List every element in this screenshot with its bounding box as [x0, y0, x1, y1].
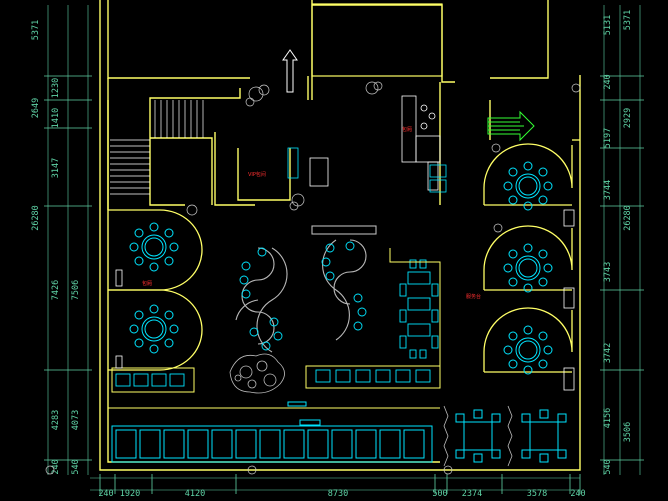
door-frames [115, 209, 575, 391]
kitchen-equipment [287, 147, 447, 193]
lattice-screens [443, 405, 513, 467]
dimension-lines [44, 5, 644, 494]
dim-right-0: 5371 [623, 10, 633, 30]
square-tables [455, 409, 567, 463]
dim-right-3: 2929 [623, 108, 633, 128]
dim-left-3: 1230 [51, 78, 61, 98]
dim-left-4: 3147 [51, 158, 61, 178]
dim-right-4: 5197 [603, 128, 613, 148]
dim-right-5: 3744 [603, 180, 613, 200]
dim-left-10: 240 [51, 459, 61, 474]
dim-bottom-3: 8730 [328, 489, 348, 499]
room-label-box-top: 包厢 [402, 126, 412, 133]
dim-right-2: 240 [603, 74, 613, 89]
dim-bottom-2: 4120 [185, 489, 205, 499]
dim-left-6: 7426 [51, 280, 61, 300]
dim-bottom-5: 2374 [462, 489, 482, 499]
booth-seats [239, 241, 367, 351]
staircase [110, 100, 204, 195]
dim-bottom-1: 1920 [120, 489, 140, 499]
round-table [503, 243, 553, 293]
room-label-service: 服务台 [466, 293, 481, 300]
partition [111, 248, 441, 393]
room-label-vip: VIP包间 [248, 171, 266, 178]
dim-left-2: 1410 [51, 108, 61, 128]
room-label-box-left: 包厢 [142, 280, 152, 287]
dim-left-0: 5371 [31, 20, 41, 40]
dimension-labels-right: 5371 5131 240 2929 5197 3744 3743 3742 4… [603, 10, 633, 475]
rockery-feature [229, 353, 285, 394]
up-arrow-icon [282, 49, 298, 93]
dim-left-1: 2649 [31, 98, 41, 118]
dim-right-7: 3742 [603, 343, 613, 363]
dim-right-11: 26280 [623, 205, 633, 231]
plant-icon [45, 81, 581, 475]
round-table [129, 304, 179, 354]
round-table [503, 325, 553, 375]
private-rooms-right [483, 139, 580, 373]
dimension-labels-left: 5371 2649 1410 1230 3147 26280 7426 7506… [31, 20, 81, 475]
dim-right-10: 540 [603, 459, 613, 474]
dimension-labels-bottom: 240 1920 4120 8730 500 2374 3578 240 [98, 489, 585, 499]
kitchen-counter [401, 95, 441, 191]
private-rooms-left [108, 209, 203, 371]
dim-left-5: 26280 [31, 205, 41, 231]
round-tables [129, 161, 553, 375]
serpentine-booths [235, 225, 377, 353]
dim-bottom-0: 240 [98, 489, 113, 499]
dim-left-7: 7506 [71, 280, 81, 300]
booth-tables [399, 259, 439, 359]
front-booth-seats [115, 369, 431, 387]
round-table [129, 222, 179, 272]
dim-right-8: 4156 [603, 408, 613, 428]
dim-bottom-6: 3578 [527, 489, 547, 499]
bottom-booth-row [111, 401, 433, 463]
round-table [503, 161, 553, 211]
dim-bottom-7: 240 [570, 489, 585, 499]
dim-bottom-4: 500 [432, 489, 447, 499]
dim-left-11: 540 [71, 459, 81, 474]
dim-right-6: 3743 [603, 262, 613, 282]
dim-left-8: 4283 [51, 410, 61, 430]
right-arrow-icon [487, 110, 535, 142]
dim-right-1: 5131 [603, 15, 613, 35]
dim-left-9: 4073 [71, 410, 81, 430]
dim-right-9: 3506 [623, 422, 633, 442]
